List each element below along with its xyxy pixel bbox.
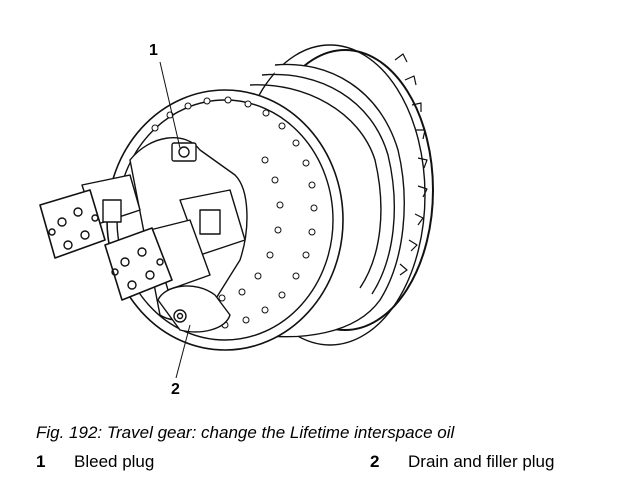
hydraulic-motor-front <box>104 189 246 301</box>
bleed-plug <box>171 142 197 162</box>
legend-item-drain-filler-plug: 2 Drain and filler plug <box>370 452 554 472</box>
flange-bolts <box>151 96 318 329</box>
figure-caption: Fig. 192: Travel gear: change the Lifeti… <box>36 423 455 442</box>
sprocket-teeth <box>394 53 428 276</box>
legend-label: Drain and filler plug <box>408 452 555 471</box>
drain-filler-plug <box>173 309 187 323</box>
legend-item-bleed-plug: 1 Bleed plug <box>36 452 154 472</box>
legend-number: 1 <box>36 452 46 471</box>
callout-1: 1 <box>149 42 158 59</box>
travel-gear-illustration <box>39 44 434 379</box>
callout-2: 2 <box>171 381 180 398</box>
legend-label: Bleed plug <box>74 452 155 471</box>
legend-number: 2 <box>370 452 380 471</box>
hydraulic-motor-left <box>39 174 141 259</box>
